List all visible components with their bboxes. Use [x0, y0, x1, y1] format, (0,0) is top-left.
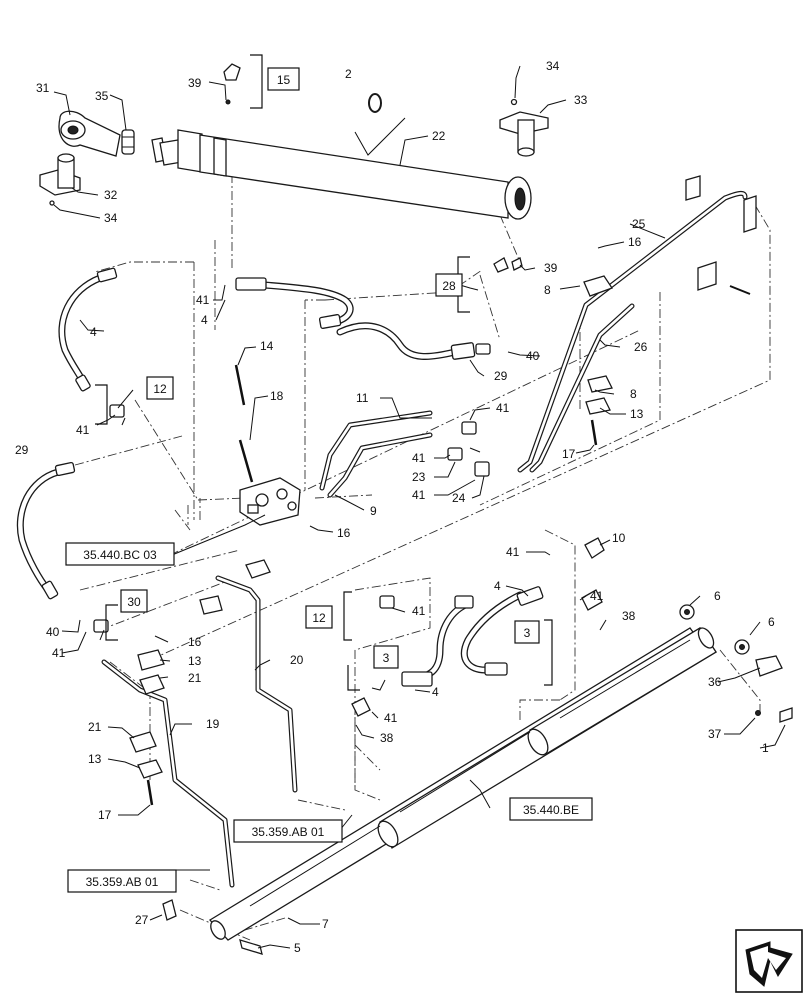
callout-2: 2 — [345, 67, 352, 81]
valve-block — [234, 364, 301, 526]
callout-4: 4 — [201, 313, 208, 327]
callout-41: 41 — [384, 711, 398, 725]
callout-16: 16 — [188, 635, 202, 649]
callout-1: 1 — [762, 741, 769, 755]
o-ring-2 — [368, 93, 382, 113]
callout-41: 41 — [76, 423, 90, 437]
callout-41: 41 — [590, 589, 604, 603]
pin-32 — [39, 153, 81, 206]
callout-18: 18 — [270, 389, 284, 403]
callout-numbers: 31 35 39 2 34 33 22 32 34 16 25 39 8 4 4… — [15, 59, 775, 955]
callout-40: 40 — [526, 349, 540, 363]
callout-41: 41 — [506, 545, 520, 559]
reference-35-440-be[interactable]: 35.440.BE — [523, 803, 579, 817]
reference-35-359-ab-01-upper[interactable]: 35.359.AB 01 — [252, 825, 325, 839]
leader-lines — [53, 65, 786, 949]
callout-22: 22 — [432, 129, 446, 143]
fitting-39-top — [223, 63, 241, 105]
callout-31: 31 — [36, 81, 50, 95]
callout-39: 39 — [544, 261, 558, 275]
lower-right-parts — [162, 604, 793, 955]
callout-6: 6 — [768, 615, 775, 629]
callout-8: 8 — [630, 387, 637, 401]
callout-20: 20 — [290, 653, 304, 667]
callout-21: 21 — [88, 720, 102, 734]
rod-end-31 — [58, 110, 121, 157]
callout-36: 36 — [708, 675, 722, 689]
callout-16: 16 — [337, 526, 351, 540]
callout-13: 13 — [188, 654, 202, 668]
bracket-marks — [95, 54, 553, 691]
callout-3: 3 — [524, 626, 531, 640]
lower-cylinder — [208, 627, 717, 941]
callout-25: 25 — [632, 217, 646, 231]
callout-17: 17 — [562, 447, 576, 461]
callout-41: 41 — [412, 604, 426, 618]
callout-23: 23 — [412, 470, 426, 484]
callout-28: 28 — [442, 279, 456, 293]
brackets — [685, 175, 757, 295]
callout-32: 32 — [104, 188, 118, 202]
cylinder-22 — [151, 117, 532, 220]
callout-5: 5 — [294, 941, 301, 955]
reference-35-440-bc-03[interactable]: 35.440.BC 03 — [83, 548, 157, 562]
callout-4: 4 — [494, 579, 501, 593]
fitting-39-right — [493, 257, 523, 273]
callout-15: 15 — [277, 73, 291, 87]
callout-13: 13 — [630, 407, 644, 421]
hoses — [16, 267, 544, 687]
callout-38: 38 — [622, 609, 636, 623]
callout-8: 8 — [544, 283, 551, 297]
callout-41: 41 — [496, 401, 510, 415]
callout-9: 9 — [370, 504, 377, 518]
reference-35-359-ab-01-lower[interactable]: 35.359.AB 01 — [86, 875, 159, 889]
callout-13: 13 — [88, 752, 102, 766]
fittings-mid — [93, 404, 605, 717]
callout-6: 6 — [714, 589, 721, 603]
callout-14: 14 — [260, 339, 274, 353]
clamps — [129, 275, 613, 806]
callout-41: 41 — [52, 646, 66, 660]
callout-4: 4 — [90, 325, 97, 339]
callout-7: 7 — [322, 917, 329, 931]
callout-21: 21 — [188, 671, 202, 685]
callout-33: 33 — [574, 93, 588, 107]
callout-39: 39 — [188, 76, 202, 90]
reference-boxes: 15 28 12 30 12 3 3 35.440.BC 03 35.359.A… — [65, 67, 593, 893]
callout-27: 27 — [135, 913, 149, 927]
callout-16: 16 — [628, 235, 642, 249]
callout-17: 17 — [98, 808, 112, 822]
callout-34: 34 — [546, 59, 560, 73]
callout-3: 3 — [383, 651, 390, 665]
pin-33 — [499, 98, 549, 157]
callout-10: 10 — [612, 531, 626, 545]
callout-38: 38 — [380, 731, 394, 745]
next-page-arrow-icon[interactable] — [735, 929, 803, 993]
callout-35: 35 — [95, 89, 109, 103]
callout-41: 41 — [412, 451, 426, 465]
callout-34: 34 — [104, 211, 118, 225]
callout-29: 29 — [494, 369, 508, 383]
callout-11: 11 — [356, 391, 369, 405]
callout-29: 29 — [15, 443, 29, 457]
callout-30: 30 — [127, 595, 141, 609]
callout-41: 41 — [196, 293, 210, 307]
callout-12: 12 — [312, 611, 326, 625]
callout-37: 37 — [708, 727, 722, 741]
callout-40: 40 — [46, 625, 60, 639]
callout-26: 26 — [634, 340, 648, 354]
callout-12: 12 — [153, 382, 167, 396]
callout-41: 41 — [412, 488, 426, 502]
nut-35 — [121, 129, 135, 155]
callout-24: 24 — [452, 491, 466, 505]
callout-4: 4 — [432, 685, 439, 699]
callout-19: 19 — [206, 717, 220, 731]
